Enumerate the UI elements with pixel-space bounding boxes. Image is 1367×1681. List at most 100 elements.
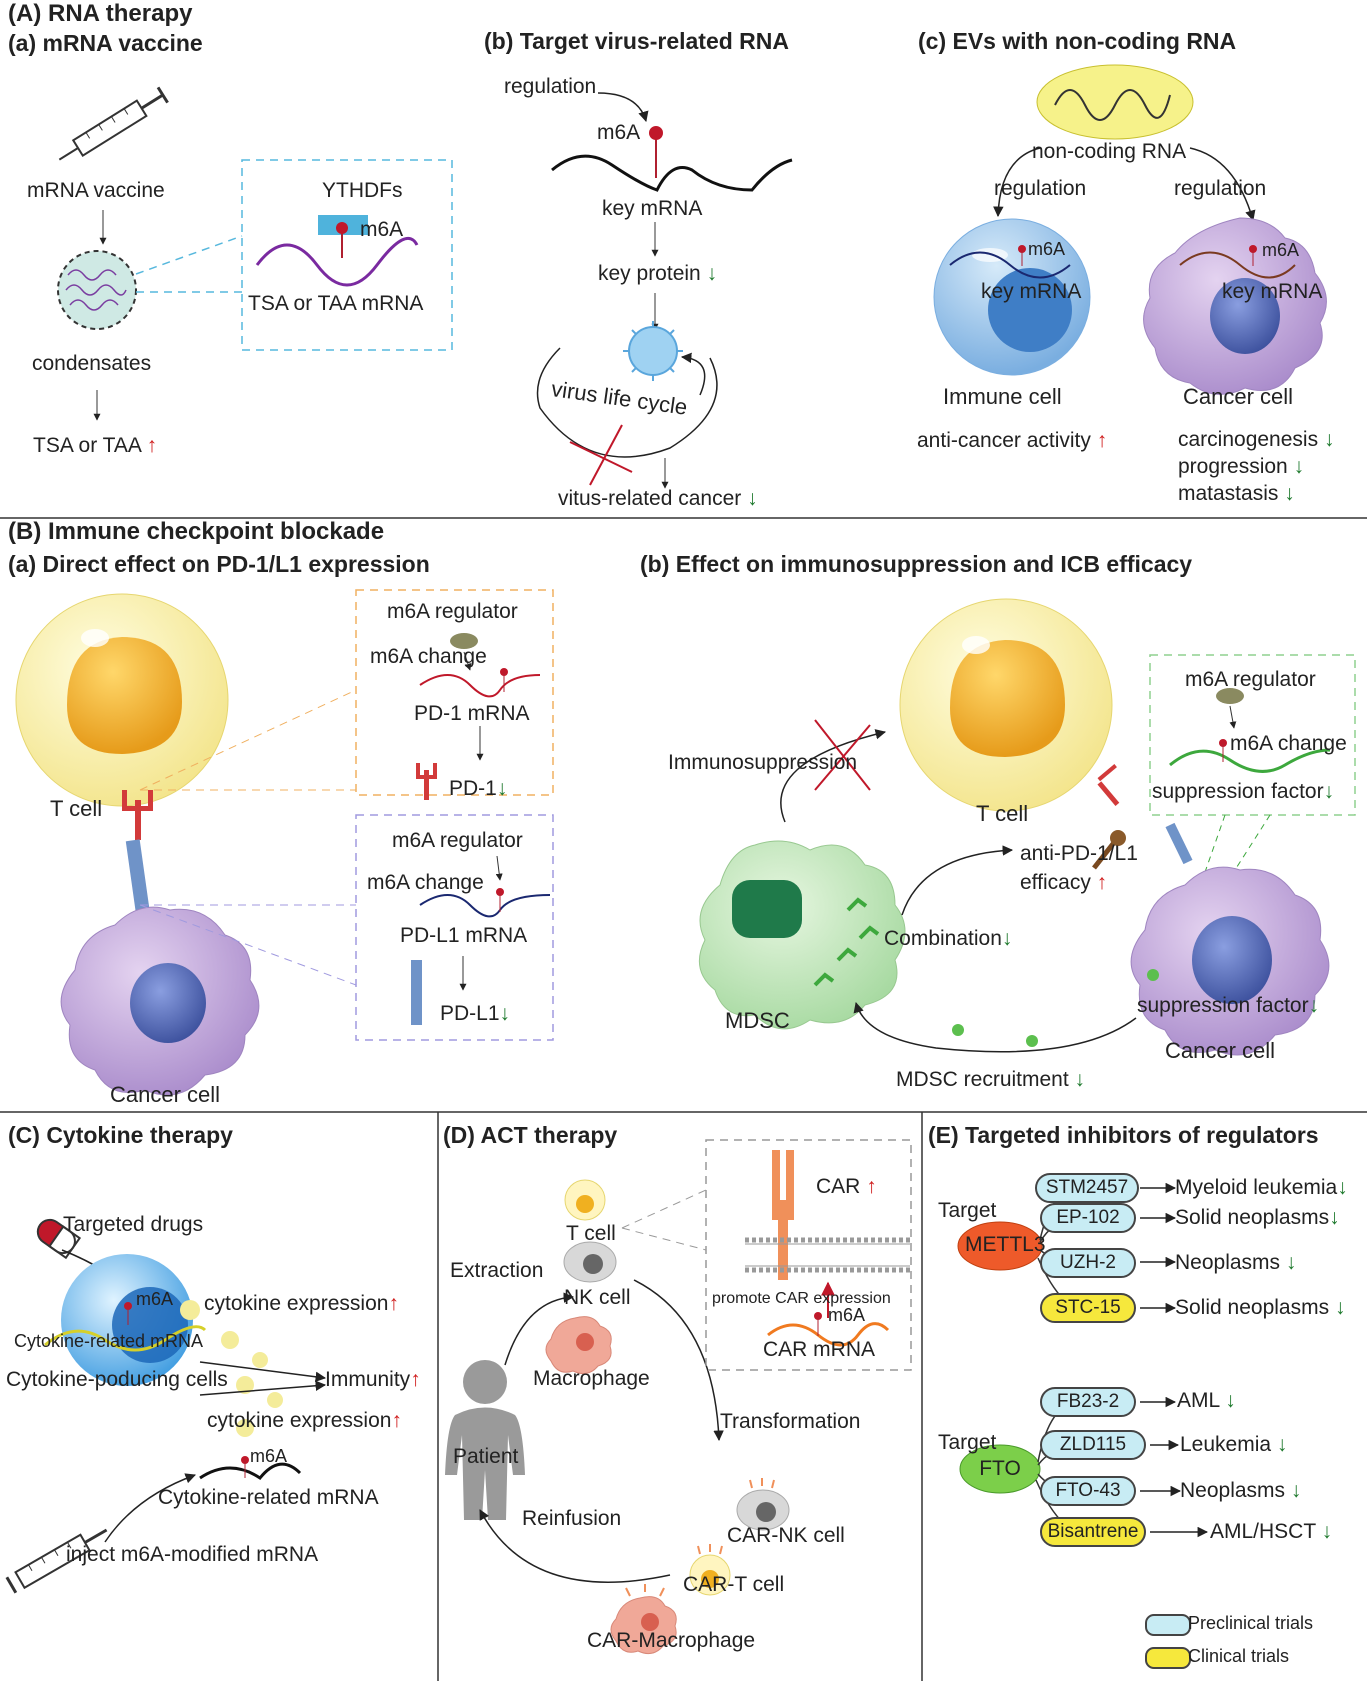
drug-pill-uzh2: UZH-2 — [1040, 1248, 1136, 1278]
car-mrna-label: CAR mRNA — [763, 1338, 876, 1361]
t-cell-small-icon — [564, 1179, 606, 1221]
drug-pill-fto43: FTO-43 — [1040, 1476, 1136, 1506]
t-cell-icon-left — [15, 593, 229, 807]
syringe-icon-bottom — [5, 1528, 108, 1594]
ythdfs-label: YTHDFs — [322, 179, 403, 202]
pdl1-label: PD-L1↓ — [440, 1002, 511, 1025]
car-zoom-box — [705, 1139, 912, 1371]
cancer-cell-icon-left — [60, 906, 260, 1096]
macrophage-label: Macrophage — [533, 1367, 650, 1390]
transformation-label: Transformation — [720, 1410, 861, 1433]
pd1-receptor-icon-right — [1097, 764, 1120, 807]
suppression-factor-top: suppression factor↓ — [1152, 780, 1335, 803]
m6a-mark — [336, 222, 348, 234]
drug-result-1: Myeloid leukemia↓ — [1175, 1176, 1348, 1199]
section-b-title: (B) Immune checkpoint blockade — [8, 518, 385, 545]
mettl3-node — [957, 1221, 1043, 1271]
m6a-label-c-top: m6A — [136, 1289, 174, 1309]
syringe-icon — [58, 86, 169, 161]
m6a-label-b: m6A — [597, 121, 641, 144]
fto-label: FTO — [979, 1457, 1021, 1480]
panel-d-title: (D) ACT therapy — [443, 1122, 618, 1148]
targeted-drugs-label: Targeted drugs — [63, 1213, 204, 1236]
pd1-icon — [416, 763, 437, 800]
mrna-zoom-box — [241, 159, 453, 351]
car-label: CAR ↑ — [816, 1175, 877, 1198]
car-macrophage-icon — [610, 1584, 677, 1655]
t-cell-label-right: T cell — [976, 801, 1029, 826]
legend-preclinical-swatch — [1145, 1614, 1191, 1636]
cytokine-expression-top: cytokine expression↑ — [204, 1292, 399, 1315]
patient-label: Patient — [453, 1445, 519, 1468]
panel-c-title: (C) Cytokine therapy — [8, 1122, 233, 1148]
m6a-regulator-label-1: m6A regulator — [387, 600, 518, 623]
drug-result-4: Solid neoplasms ↓ — [1175, 1296, 1346, 1319]
cancer-cell-label: Cancer cell — [1183, 384, 1294, 409]
m6a-right-label: m6A — [1262, 240, 1300, 260]
drug-pill-ep102: EP-102 — [1040, 1203, 1136, 1233]
target-label-2: Target — [938, 1431, 997, 1454]
pdl1-zoom-box — [355, 814, 554, 1041]
key-mrna-label: key mRNA — [602, 197, 703, 220]
drug-arrows — [1140, 1182, 1209, 1538]
pd1-zoom-box — [355, 589, 554, 796]
tsa-taa-label: TSA or TAA ↑ — [33, 434, 158, 457]
metastasis-label: matastasis ↓ — [1178, 482, 1295, 505]
t-cell-label-left: T cell — [50, 796, 103, 821]
ncrna-label: non-coding RNA — [1032, 140, 1187, 163]
immunosuppression-label: Immunosuppression — [668, 751, 858, 774]
promote-car-label: promote CAR expression — [712, 1290, 891, 1307]
nk-cell-icon — [563, 1241, 617, 1283]
pd1-label: PD-1↓ — [449, 777, 508, 800]
pd1-mrna-label: PD-1 mRNA — [414, 702, 530, 725]
panel-bb-title: (b) Effect on immunosuppression and ICB … — [640, 551, 1193, 577]
panel-ab-title: (b) Target virus-related RNA — [484, 28, 790, 54]
immunity-label: Immunity↑ — [325, 1368, 421, 1391]
m6a-change-label-b: m6A change — [1230, 732, 1347, 755]
drug-pill-zld115: ZLD115 — [1040, 1430, 1146, 1460]
mdsc-recruitment-label: MDSC recruitment ↓ — [896, 1068, 1086, 1091]
legend-preclinical-label: Preclinical trials — [1188, 1613, 1314, 1633]
patient-icon — [445, 1360, 525, 1520]
pd1-receptor-icon — [122, 790, 153, 840]
car-macrophage-label: CAR-Macrophage — [587, 1629, 756, 1652]
pdl1-mrna-label: PD-L1 mRNA — [400, 924, 528, 947]
m6a-left-label: m6A — [1028, 239, 1066, 259]
cytokine-cells-label: Cytokine-poducing cells — [6, 1368, 228, 1391]
panel-ac-title: (c) EVs with non-coding RNA — [918, 28, 1237, 54]
drug-pill-fb232: FB23-2 — [1040, 1387, 1136, 1417]
key-mrna-left-label: key mRNA — [981, 280, 1082, 303]
regulator-icon — [450, 633, 478, 649]
condensates-label: condensates — [32, 352, 152, 375]
suppression-factor-bottom: suppression factor↓ — [1137, 994, 1320, 1017]
regulation-right-label: regulation — [1174, 177, 1267, 200]
legend-clinical-label: Clinical trials — [1188, 1646, 1290, 1666]
m6a-regulator-label-b: m6A regulator — [1185, 668, 1316, 691]
suppression-zoom-box — [1149, 654, 1356, 816]
drug-pill-bisantrene: Bisantrene — [1040, 1517, 1146, 1547]
m6a-regulator-label-2: m6A regulator — [392, 829, 523, 852]
legend-clinical-swatch — [1145, 1647, 1191, 1669]
section-a-title: (A) RNA therapy — [8, 0, 193, 27]
cytokine-mrna-cell-label: Cytokine-related mRNA — [14, 1331, 204, 1351]
drug-result-7: Neoplasms ↓ — [1180, 1479, 1302, 1502]
cancer-cell-label-left: Cancer cell — [110, 1082, 221, 1107]
membrane-icon — [745, 1237, 910, 1273]
m6a-label: m6A — [360, 218, 404, 241]
block-x-mark — [569, 441, 633, 473]
m6a-label-c-bottom: m6A — [250, 1446, 288, 1466]
car-t-label: CAR-T cell — [683, 1573, 785, 1596]
mrna-vaccine-label: mRNA vaccine — [27, 179, 165, 202]
mettl3-label: METTL3 — [965, 1233, 1046, 1256]
cancer-cell-label-right: Cancer cell — [1165, 1038, 1276, 1063]
key-protein-label: key protein ↓ — [598, 262, 718, 285]
drug-result-3: Neoplasms ↓ — [1175, 1251, 1297, 1274]
virus-cancer-label: vitus-related cancer ↓ — [558, 487, 758, 510]
efficacy-label: efficacy ↑ — [1020, 871, 1108, 894]
panel-ba-title: (a) Direct effect on PD-1/L1 expression — [8, 551, 430, 577]
cancer-cell-icon — [1143, 217, 1327, 395]
carcinogenesis-label: carcinogenesis ↓ — [1178, 428, 1335, 451]
pdl1-icon — [411, 960, 422, 1025]
key-mrna-right-label: key mRNA — [1222, 280, 1323, 303]
